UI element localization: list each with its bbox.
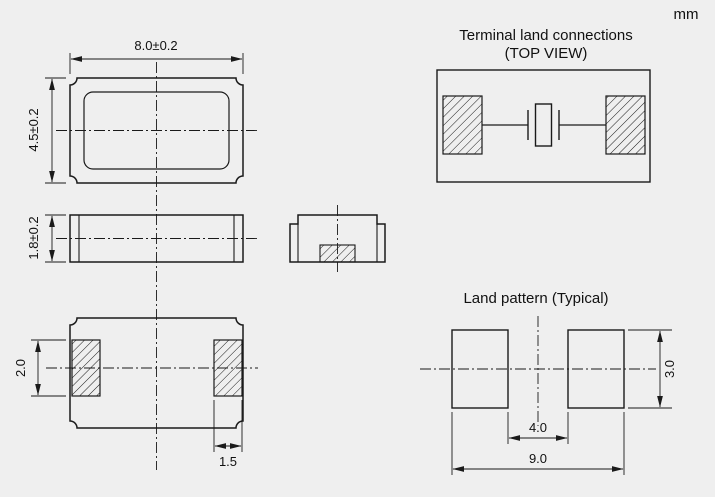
bottom-view: 2.0 1.5 <box>13 317 258 469</box>
terminal-pad-left-hatch <box>442 95 483 155</box>
dim-land-overall-width: 9.0 <box>451 412 625 475</box>
dim-body-height: 4.5±0.2 <box>26 77 66 184</box>
end-view <box>289 205 386 272</box>
land-pattern-title: Land pattern (Typical) <box>463 290 608 307</box>
dim-land-height-label: 3.0 <box>662 360 677 378</box>
side-view: 1.8±0.2 <box>26 214 258 263</box>
bottom-pad-right-hatch <box>213 339 243 397</box>
terminal-land-title: Terminal land connections <box>459 27 632 44</box>
crystal-element <box>534 103 553 147</box>
terminal-land-diagram: Terminal land connections (TOP VIEW) <box>436 27 651 183</box>
bottom-pad-left-hatch <box>71 339 101 397</box>
dim-pad-height: 2.0 <box>13 339 66 397</box>
dim-body-thickness-label: 1.8±0.2 <box>26 216 41 259</box>
terminal-pad-right-hatch <box>605 95 646 155</box>
crystal-symbol <box>482 103 606 147</box>
dim-land-overall-width-label: 9.0 <box>529 451 547 466</box>
top-view: 8.0±0.2 4.5±0.2 <box>26 38 258 184</box>
end-view-bottom-terminal-hatch <box>319 244 356 263</box>
dim-land-height: 3.0 <box>628 329 677 409</box>
bottom-view-outline <box>69 317 244 429</box>
land-pad-right <box>567 329 625 409</box>
land-pattern-diagram: Land pattern (Typical) 3.0 4.0 9.0 <box>420 290 677 475</box>
side-view-outline <box>69 214 244 263</box>
dim-land-gap: 4.0 <box>507 412 569 444</box>
top-view-lid <box>83 91 230 170</box>
unit-label: mm <box>674 6 699 23</box>
land-pad-left <box>451 329 509 409</box>
dim-pad-width-label: 1.5 <box>219 454 237 469</box>
dim-pad-height-label: 2.0 <box>13 359 28 377</box>
top-view-outline <box>69 77 244 184</box>
dim-body-thickness: 1.8±0.2 <box>26 214 66 263</box>
dim-body-height-label: 4.5±0.2 <box>26 108 41 151</box>
dim-land-gap-label: 4.0 <box>529 420 547 435</box>
dim-body-width: 8.0±0.2 <box>69 38 244 74</box>
package-outline <box>436 69 651 183</box>
terminal-land-subtitle: (TOP VIEW) <box>505 45 588 62</box>
dim-body-width-label: 8.0±0.2 <box>134 38 177 53</box>
dim-pad-width: 1.5 <box>213 400 243 469</box>
